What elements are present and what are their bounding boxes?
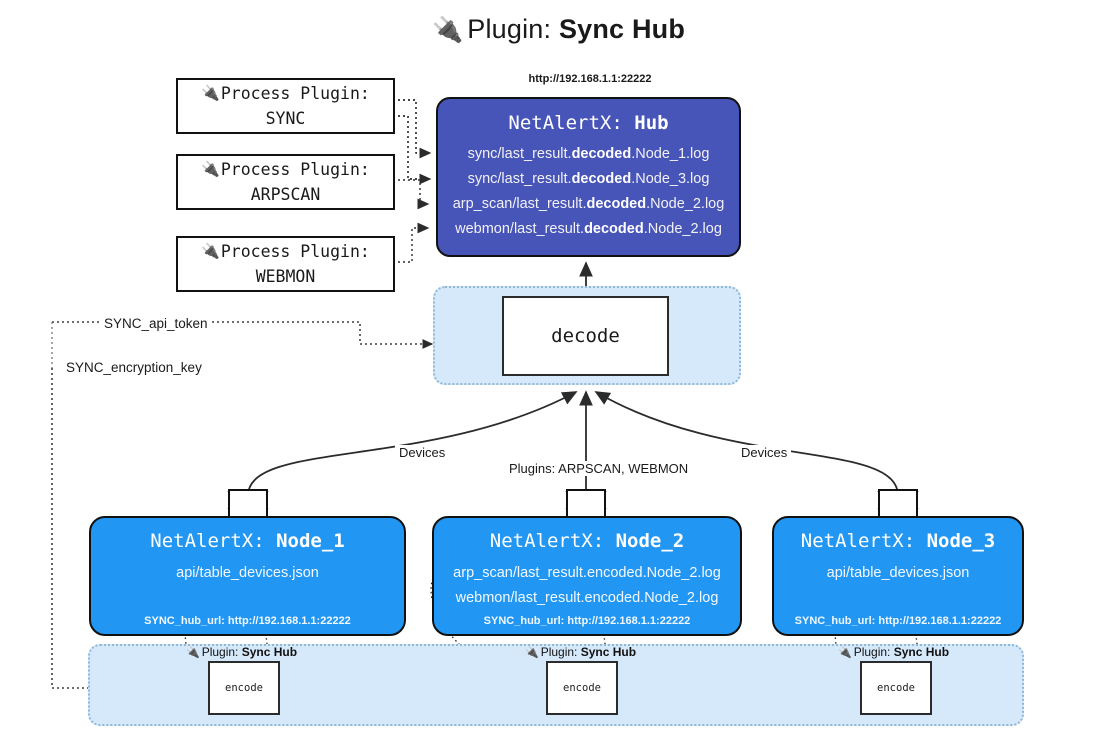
- hub-log-item: sync/last_result.decoded.Node_1.log: [438, 142, 739, 167]
- node-line-list: api/table_devices.json: [774, 561, 1022, 586]
- node-2[interactable]: NetAlertX: Node_2 arp_scan/last_result.e…: [432, 516, 742, 636]
- log-mid: decoded: [584, 221, 644, 237]
- plugin-label-lead: Plugin:: [853, 645, 894, 659]
- log-pre: arp_scan/last_result.: [452, 196, 587, 212]
- node-title-prefix: NetAlertX:: [800, 530, 927, 552]
- decode-box[interactable]: decode: [502, 296, 669, 376]
- node-title-name: Node_1: [276, 530, 345, 552]
- log-mid: decoded: [586, 196, 647, 212]
- node-title: NetAlertX: Node_2: [434, 530, 740, 552]
- log-mid: decoded: [571, 146, 632, 162]
- plug-icon: 🔌: [201, 242, 220, 260]
- plug-icon: 🔌: [431, 16, 464, 44]
- node-hub-url: SYNC_hub_url: http://192.168.1.1:22222: [144, 615, 351, 627]
- page-title: 🔌Plugin: Sync Hub: [0, 14, 1117, 45]
- plug-icon: 🔌: [186, 647, 200, 659]
- encode-box-1[interactable]: encode: [208, 661, 280, 715]
- hub-url-label: http://192.168.1.1:22222: [528, 73, 652, 85]
- plug-icon: 🔌: [838, 647, 852, 659]
- title-lead: Plugin:: [467, 14, 559, 44]
- sync-api-token-label: SYNC_api_token: [100, 316, 212, 331]
- node-1[interactable]: NetAlertX: Node_1 api/table_devices.json…: [89, 516, 406, 636]
- log-pre: sync/last_result.: [467, 171, 572, 187]
- node-title-prefix: NetAlertX:: [489, 530, 616, 552]
- node-line: api/table_devices.json: [176, 565, 319, 581]
- log-pre: sync/last_result.: [467, 146, 572, 162]
- log-post: .Node_1.log: [631, 146, 710, 162]
- title-strong: Sync Hub: [558, 14, 686, 44]
- plugin-label-lead: Plugin:: [540, 645, 581, 659]
- plugin-label-lead: Plugin:: [201, 645, 242, 659]
- log-post: .Node_2.log: [646, 196, 725, 212]
- hub-title-prefix: NetAlertX:: [508, 112, 635, 134]
- process-plugin-arpscan[interactable]: 🔌Process Plugin: ARPSCAN: [176, 154, 395, 210]
- encoder-plugin-label-1: 🔌Plugin: Sync Hub: [186, 645, 297, 659]
- hub-log-list: sync/last_result.decoded.Node_1.log sync…: [438, 142, 739, 242]
- plug-icon: 🔌: [201, 84, 220, 102]
- plugin-label-strong: Sync Hub: [893, 645, 950, 659]
- edge-label-devices-left: Devices: [395, 445, 450, 460]
- encoder-plugin-label-2: 🔌Plugin: Sync Hub: [525, 645, 636, 659]
- plug-icon: 🔌: [525, 647, 539, 659]
- process-plugin-webmon[interactable]: 🔌Process Plugin: WEBMON: [176, 236, 395, 292]
- hub-log-item: arp_scan/last_result.decoded.Node_2.log: [438, 192, 739, 217]
- hub-node[interactable]: NetAlertX: Hub sync/last_result.decoded.…: [436, 97, 741, 257]
- node-hub-url: SYNC_hub_url: http://192.168.1.1:22222: [794, 615, 1002, 627]
- log-post: .Node_3.log: [631, 171, 710, 187]
- process-plugin-sync[interactable]: 🔌Process Plugin: SYNC: [176, 78, 395, 134]
- node-title-prefix: NetAlertX:: [150, 530, 277, 552]
- process-plugin-label: Process Plugin:: [220, 160, 370, 179]
- node-hub-url: SYNC_hub_url: http://192.168.1.1:22222: [483, 615, 691, 627]
- encode-box-2[interactable]: encode: [546, 661, 618, 715]
- hub-log-item: sync/last_result.decoded.Node_3.log: [438, 167, 739, 192]
- hub-title: NetAlertX: Hub: [438, 112, 739, 134]
- process-plugin-label: Process Plugin:: [220, 84, 370, 103]
- process-plugin-name: SYNC: [265, 109, 306, 128]
- hub-log-item: webmon/last_result.decoded.Node_2.log: [438, 217, 739, 242]
- process-plugin-label: Process Plugin:: [220, 242, 370, 261]
- edge-label-plugins: Plugins: ARPSCAN, WEBMON: [505, 461, 693, 476]
- encoder-plugin-label-3: 🔌Plugin: Sync Hub: [838, 645, 949, 659]
- plugin-label-strong: Sync Hub: [241, 645, 298, 659]
- envelope-icon: [228, 489, 268, 519]
- process-plugin-name: ARPSCAN: [250, 185, 321, 204]
- plug-icon: 🔌: [201, 160, 220, 178]
- node-line: webmon/last_result.encoded.Node_2.log: [455, 590, 719, 606]
- node-title-name: Node_2: [615, 530, 685, 552]
- node-title-name: Node_3: [926, 530, 996, 552]
- sync-encryption-key-label: SYNC_encryption_key: [62, 360, 206, 375]
- node-3[interactable]: NetAlertX: Node_3 api/table_devices.json…: [772, 516, 1024, 636]
- envelope-icon: [566, 489, 606, 519]
- encode-box-3[interactable]: encode: [860, 661, 932, 715]
- node-line-list: arp_scan/last_result.encoded.Node_2.log …: [434, 561, 740, 611]
- hub-title-name: Hub: [634, 112, 669, 134]
- node-line: arp_scan/last_result.encoded.Node_2.log: [453, 565, 721, 581]
- plugin-label-strong: Sync Hub: [580, 645, 637, 659]
- edge-label-devices-right: Devices: [737, 445, 792, 460]
- log-mid: decoded: [571, 171, 632, 187]
- process-plugin-name: WEBMON: [255, 267, 316, 286]
- log-pre: webmon/last_result.: [455, 221, 585, 237]
- envelope-icon: [878, 489, 918, 519]
- node-line: api/table_devices.json: [826, 565, 970, 581]
- node-title: NetAlertX: Node_3: [774, 530, 1022, 552]
- log-post: .Node_2.log: [643, 221, 722, 237]
- node-line-list: api/table_devices.json: [91, 561, 404, 586]
- node-title: NetAlertX: Node_1: [91, 530, 404, 552]
